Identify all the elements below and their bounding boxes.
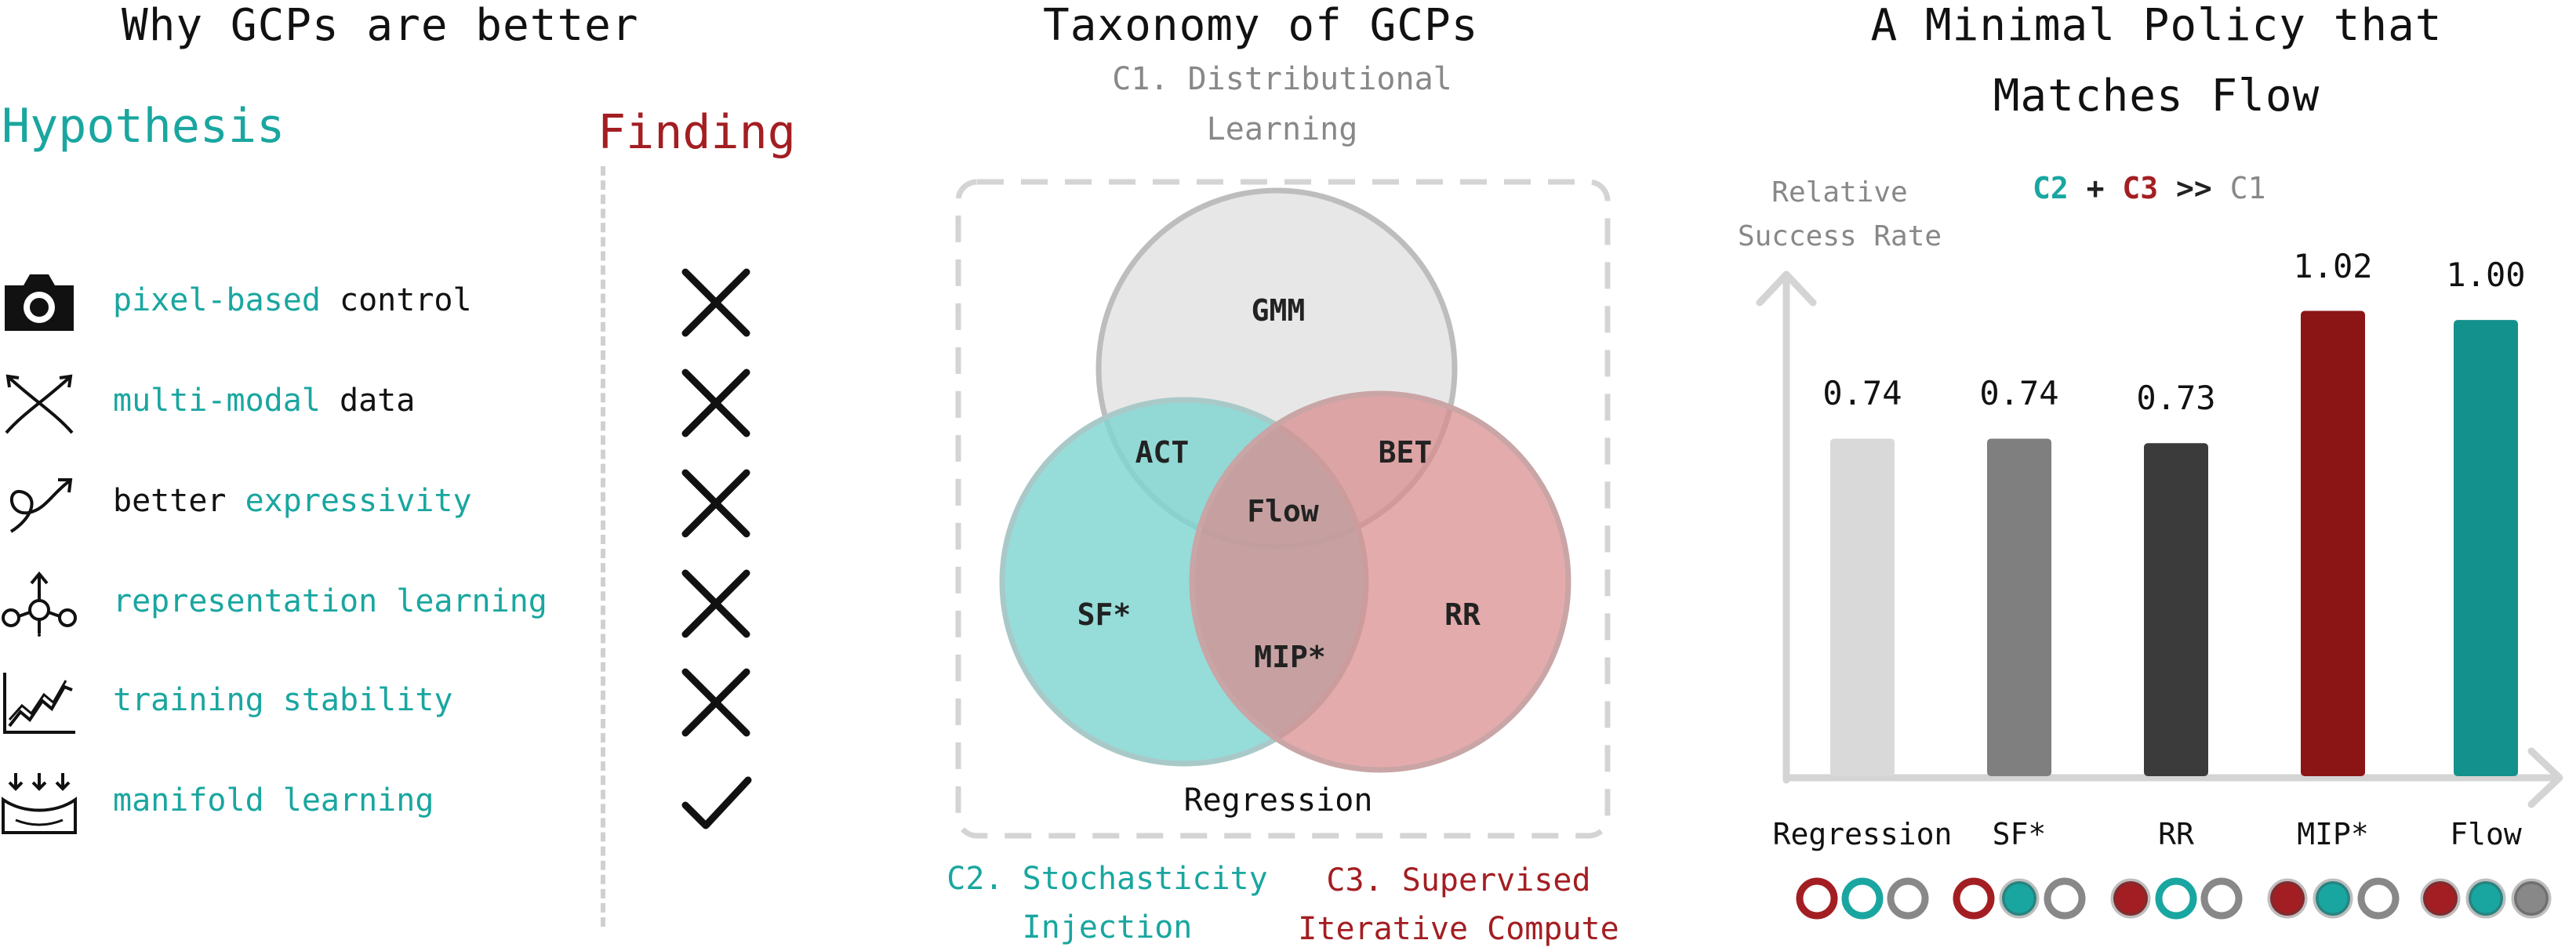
bar-value-label: 1.02 — [2293, 246, 2373, 285]
category-label: RR — [2158, 817, 2194, 851]
category-label: Regression — [1772, 817, 1953, 851]
hypothesis-keyword: training stability — [113, 682, 453, 718]
hypothesis-text: pixel-based control — [113, 282, 472, 318]
c3-label-line2: Iterative Compute — [1298, 911, 1619, 947]
bar-regression — [1830, 438, 1895, 776]
right-panel-title-line1: A Minimal Policy that — [1870, 0, 2443, 51]
c1-label-line2: Learning — [1206, 111, 1358, 147]
region-rr: RR — [1444, 597, 1481, 632]
formula-gg: >> — [2158, 171, 2230, 205]
bar-value-label: 0.74 — [1822, 374, 1902, 413]
criteria-formula: C2 + C3 >> C1 — [2033, 171, 2265, 205]
manifold-icon — [0, 770, 78, 836]
region-flow: Flow — [1247, 494, 1319, 528]
hypothesis-text: better expressivity — [113, 483, 472, 519]
hypothesis-text: representation learning — [113, 583, 547, 619]
network-icon — [0, 571, 78, 637]
y-axis-arrowhead — [1756, 270, 1817, 307]
cross-icon — [679, 466, 753, 540]
curl-arrow-icon — [0, 470, 78, 536]
gray-criterion-ring-icon — [2044, 877, 2086, 920]
region-mip: MIP* — [1254, 640, 1326, 674]
bar-flow — [2454, 320, 2518, 776]
formula-c1: C1 — [2229, 171, 2266, 205]
formula-c3: C3 — [2122, 171, 2159, 205]
bar-value-label: 0.73 — [2136, 379, 2216, 418]
region-sf: SF* — [1077, 597, 1132, 632]
hypothesis-word: data — [320, 383, 416, 419]
bar-mip — [2301, 310, 2365, 777]
hypothesis-keyword: pixel-based — [113, 282, 321, 318]
red-criterion-filled-icon — [2420, 878, 2461, 919]
gray-criterion-ring-icon — [2200, 877, 2243, 920]
teal-criterion-filled-icon — [2313, 878, 2353, 919]
camera-icon — [0, 270, 78, 336]
hypothesis-heading: Hypothesis — [2, 99, 285, 154]
region-act: ACT — [1135, 435, 1190, 470]
bar-value-label: 1.00 — [2446, 256, 2526, 295]
gray-criterion-ring-icon — [2357, 877, 2400, 920]
category-label: MIP* — [2297, 817, 2369, 851]
y-axis-label: Relative Success Rate — [1722, 171, 1957, 259]
bar-rr — [2144, 443, 2208, 776]
red-criterion-filled-icon — [2110, 878, 2151, 919]
region-bet: BET — [1378, 435, 1433, 470]
hypothesis-word: control — [320, 282, 472, 318]
c3-label-line1: C3. Supervised — [1326, 862, 1591, 898]
hypothesis-text: manifold learning — [113, 782, 434, 819]
red-criterion-ring-icon — [1796, 877, 1838, 920]
hypothesis-text: training stability — [113, 682, 452, 718]
teal-criterion-filled-icon — [2465, 878, 2506, 919]
c1-label-line1: C1. Distributional — [1112, 61, 1452, 97]
y-axis-label-text: Relative Success Rate — [1737, 176, 1942, 252]
teal-criterion-filled-icon — [1999, 878, 2040, 919]
left-panel-title: Why GCPs are better — [122, 0, 639, 51]
red-criterion-ring-icon — [1953, 877, 1995, 920]
formula-c2: C2 — [2033, 171, 2069, 205]
hypothesis-text: multi-modal data — [113, 383, 415, 419]
multi-arrow-icon — [0, 370, 78, 436]
check-icon — [679, 766, 753, 840]
formula-plus: + — [2068, 171, 2123, 205]
teal-criterion-ring-icon — [1841, 877, 1884, 920]
hypothesis-word: better — [113, 483, 245, 519]
hypothesis-keyword: multi-modal — [113, 383, 321, 419]
hypothesis-keyword: expressivity — [245, 483, 472, 519]
c2-label-line1: C2. Stochasticity — [946, 861, 1268, 897]
regression-label: Regression — [1183, 782, 1373, 819]
gray-criterion-filled-icon — [2511, 878, 2552, 919]
gray-criterion-ring-icon — [1887, 877, 1929, 920]
chart-growth-icon — [0, 670, 78, 735]
cross-icon — [679, 567, 753, 641]
right-panel-title-line2: Matches Flow — [1993, 71, 2320, 122]
teal-criterion-ring-icon — [2155, 877, 2197, 920]
circle-c1 — [1095, 187, 1458, 550]
region-gmm: GMM — [1251, 293, 1306, 328]
dashed-divider — [601, 166, 605, 927]
red-criterion-filled-icon — [2267, 878, 2308, 919]
hypothesis-keyword: manifold learning — [113, 782, 434, 819]
category-label: SF* — [1992, 817, 2047, 851]
cross-icon — [679, 366, 753, 440]
bar-sf — [1987, 438, 2051, 776]
category-label: Flow — [2450, 817, 2522, 851]
hypothesis-keyword: representation learning — [113, 583, 547, 619]
bar-value-label: 0.74 — [1979, 374, 2059, 413]
c2-label-line2: Injection — [1022, 909, 1193, 946]
middle-panel-title: Taxonomy of GCPs — [1043, 0, 1479, 51]
cross-icon — [679, 666, 753, 739]
finding-heading: Finding — [598, 105, 796, 160]
x-axis-arrowhead — [2527, 747, 2563, 808]
cross-icon — [679, 266, 753, 339]
